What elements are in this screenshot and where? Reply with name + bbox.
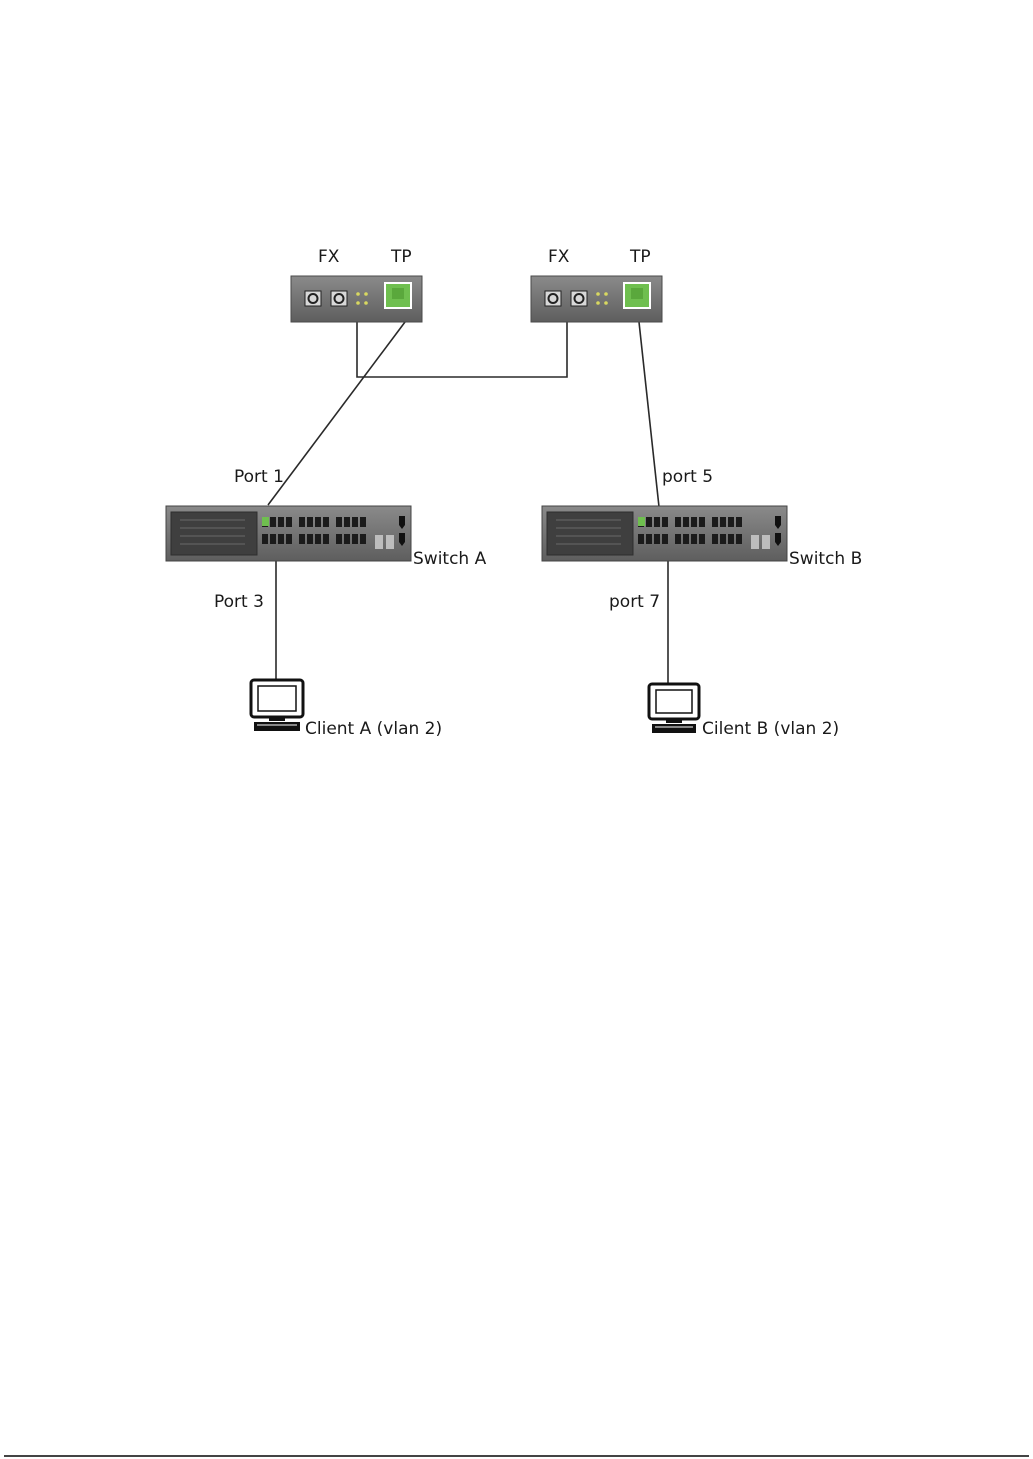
switch-a-port-1-label: Port 1	[234, 467, 284, 487]
switch-port	[286, 517, 292, 527]
switch-port	[344, 534, 350, 544]
converter-right-tp-label: TP	[629, 247, 651, 267]
switch-port	[646, 517, 652, 527]
switch-port	[323, 517, 329, 527]
switch-port	[728, 517, 734, 527]
switch-port	[699, 517, 705, 527]
switch-a-port-3-label: Port 3	[214, 592, 264, 612]
fiber-link-wire	[357, 322, 567, 377]
switch-port	[315, 534, 321, 544]
active-port-icon	[262, 517, 269, 526]
client-a-computer-icon	[251, 680, 303, 731]
switch-port	[323, 534, 329, 544]
rj45-port-icon	[624, 283, 650, 308]
switch-a-label: Switch A	[413, 549, 487, 569]
switch-port	[654, 534, 660, 544]
converter-left-fx-label: FX	[318, 247, 340, 267]
client-b-label: Cilent B (vlan 2)	[702, 719, 839, 739]
page-bottom-rule	[4, 1455, 1029, 1457]
switch-a: Switch A	[166, 506, 487, 569]
switch-port	[675, 517, 681, 527]
switch-b-port-7-label: port 7	[609, 592, 660, 612]
switch-port	[270, 534, 276, 544]
switch-port	[360, 534, 366, 544]
switch-port	[736, 517, 742, 527]
converter-right-fx-label: FX	[548, 247, 570, 267]
switch-port	[336, 517, 342, 527]
client-a-label: Client A (vlan 2)	[305, 719, 442, 739]
switch-port	[352, 534, 358, 544]
switch-port	[720, 534, 726, 544]
switch-port	[299, 534, 305, 544]
switch-a-uplink-wire	[268, 322, 405, 505]
switch-port	[336, 534, 342, 544]
switch-port	[720, 517, 726, 527]
switch-port	[691, 517, 697, 527]
switch-port	[307, 534, 313, 544]
switch-port	[286, 534, 292, 544]
switch-b-port-5-label: port 5	[662, 467, 713, 487]
switch-port	[315, 517, 321, 527]
switch-b-uplink-wire	[639, 322, 660, 516]
switch-port	[728, 534, 734, 544]
switch-port	[646, 534, 652, 544]
switch-port	[691, 534, 697, 544]
switch-port	[662, 534, 668, 544]
switch-port	[278, 534, 284, 544]
switch-port	[262, 534, 268, 544]
switch-port	[712, 517, 718, 527]
switch-port	[683, 534, 689, 544]
switch-port	[278, 517, 284, 527]
display-panel	[171, 512, 257, 555]
switch-port	[699, 534, 705, 544]
switch-port	[352, 517, 358, 527]
display-panel	[547, 512, 633, 555]
switch-port	[736, 534, 742, 544]
active-port-icon	[638, 517, 645, 526]
switch-port	[344, 517, 350, 527]
switch-port	[638, 534, 644, 544]
switch-port	[662, 517, 668, 527]
switch-port	[270, 517, 276, 527]
switch-port	[360, 517, 366, 527]
switch-port	[675, 534, 681, 544]
converter-left-tp-label: TP	[390, 247, 412, 267]
switch-port	[299, 517, 305, 527]
switch-port	[683, 517, 689, 527]
rj45-port-icon	[385, 283, 411, 308]
client-b-computer-icon	[649, 684, 699, 733]
switch-b-label: Switch B	[789, 549, 862, 569]
switch-port	[654, 517, 660, 527]
switch-port	[712, 534, 718, 544]
switch-b: Switch B	[542, 506, 862, 569]
media-converter-left: FX TP	[291, 247, 422, 322]
media-converter-right: FX TP	[531, 247, 662, 322]
switch-port	[307, 517, 313, 527]
